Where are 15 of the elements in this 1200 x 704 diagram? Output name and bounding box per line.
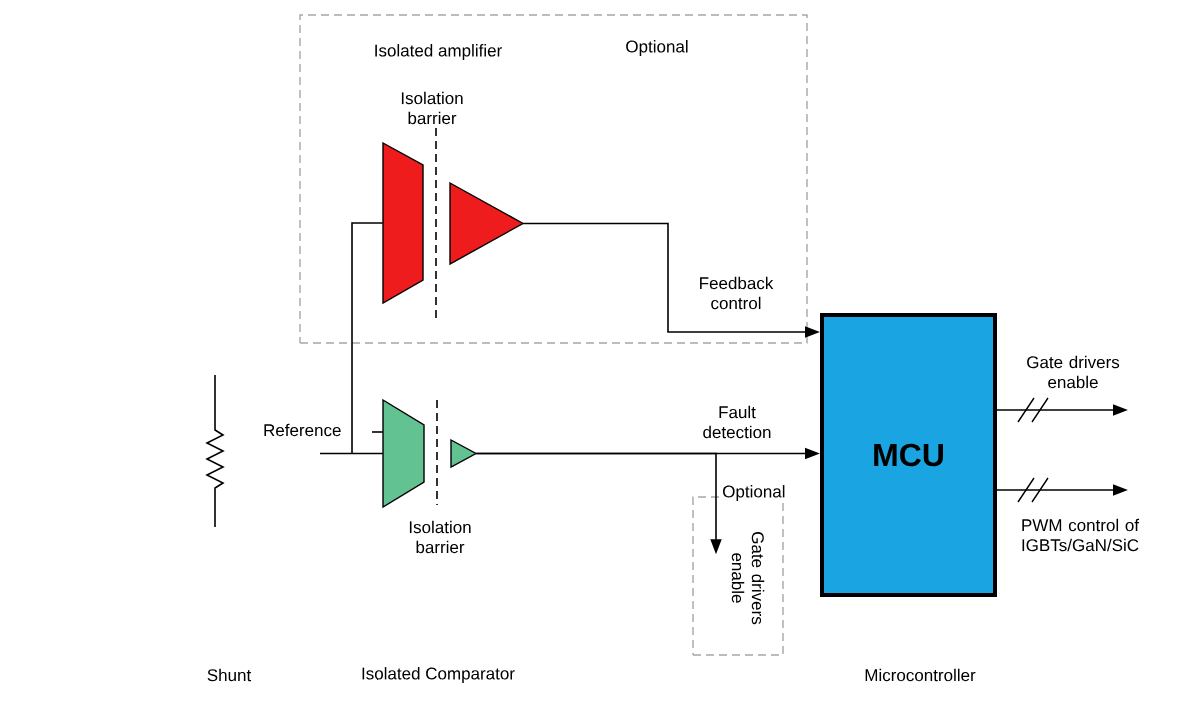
section-label: Shunt — [207, 668, 252, 682]
edge-label: PWM control of IGBTs/GaN/SiC — [1022, 518, 1140, 552]
optional-dashed-box: Optional Gate drivers enable — [692, 483, 788, 656]
edge-label: Feedback control — [700, 276, 774, 310]
section-label: Microcontroller — [865, 668, 976, 682]
section-label: Isolated Comparator — [362, 667, 515, 683]
signal-line — [371, 431, 384, 433]
edge-label: Fault detection — [703, 405, 771, 439]
edge-label: Gate drivers enable — [1027, 355, 1120, 389]
barrier-label: Isolation barrier — [409, 520, 471, 554]
edge-label: Reference — [264, 423, 341, 437]
barrier-label: Isolation barrier — [401, 91, 463, 125]
mcu-block: MCU — [820, 313, 997, 597]
signal-line — [351, 222, 384, 455]
signal-line — [319, 452, 384, 455]
